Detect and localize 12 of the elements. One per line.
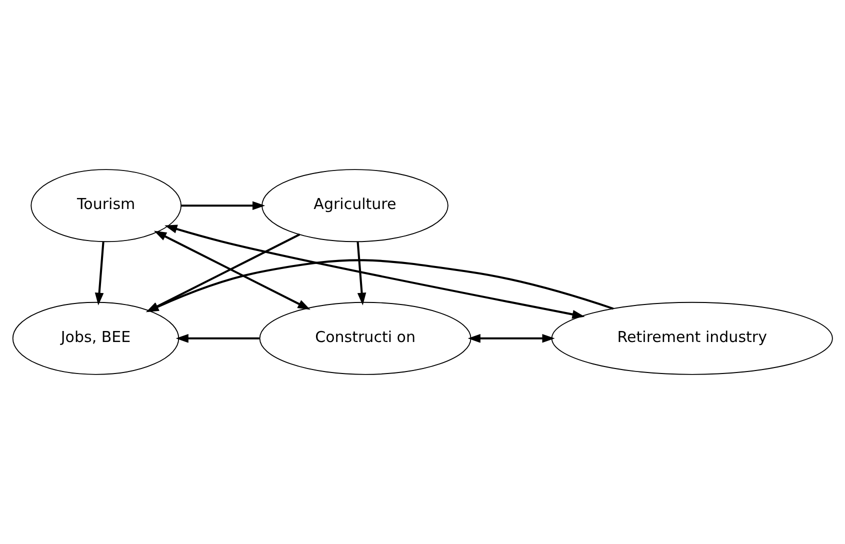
arrow [468, 334, 555, 343]
arrow [164, 224, 585, 319]
node-ellipse: Retirement industry [551, 302, 833, 375]
arrow [181, 201, 266, 210]
arrow [154, 230, 310, 310]
arrow [146, 234, 300, 312]
arrow [356, 242, 366, 306]
arrow [176, 334, 260, 343]
node-ellipse: Agriculture [262, 169, 448, 242]
arrow [94, 242, 104, 306]
arrow [146, 259, 614, 312]
node-ellipse: Constructi on [259, 302, 472, 375]
